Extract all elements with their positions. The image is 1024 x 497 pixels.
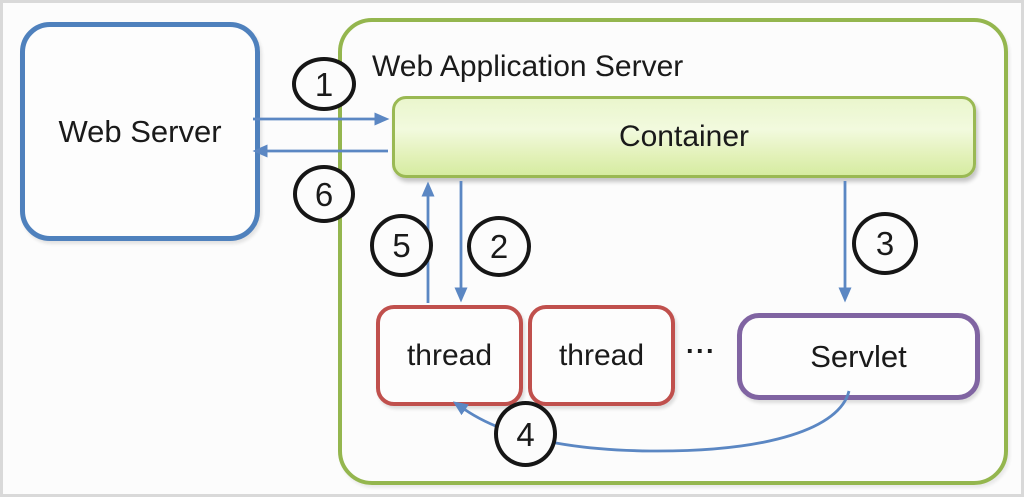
- thread-2-label: thread: [558, 338, 645, 372]
- step-6-number: 6: [314, 175, 334, 213]
- web-application-server-title: Web Application Server: [372, 50, 684, 83]
- thread-box-1: thread: [376, 305, 523, 406]
- thread-box-2: thread: [528, 305, 675, 406]
- web-application-server-box: [338, 18, 1008, 485]
- container-box: Container: [392, 96, 976, 178]
- step-badge-1: 1: [292, 57, 356, 111]
- step-5-number: 5: [392, 227, 411, 264]
- step-4-number: 4: [516, 415, 535, 453]
- step-badge-5: 5: [370, 214, 433, 277]
- step-badge-3: 3: [852, 212, 918, 275]
- step-1-number: 1: [314, 65, 334, 103]
- thread-1-label: thread: [406, 338, 493, 372]
- web-server-box: Web Server: [20, 22, 260, 241]
- step-2-number: 2: [489, 228, 509, 265]
- container-label: Container: [618, 120, 750, 153]
- step-badge-4: 4: [494, 401, 557, 467]
- servlet-label: Servlet: [810, 338, 907, 374]
- step-3-number: 3: [875, 225, 895, 262]
- step-badge-6: 6: [293, 165, 355, 223]
- web-server-label: Web Server: [58, 113, 222, 149]
- servlet-box: Servlet: [737, 313, 980, 400]
- more-threads-ellipsis: ···: [686, 335, 716, 366]
- step-badge-2: 2: [467, 216, 531, 277]
